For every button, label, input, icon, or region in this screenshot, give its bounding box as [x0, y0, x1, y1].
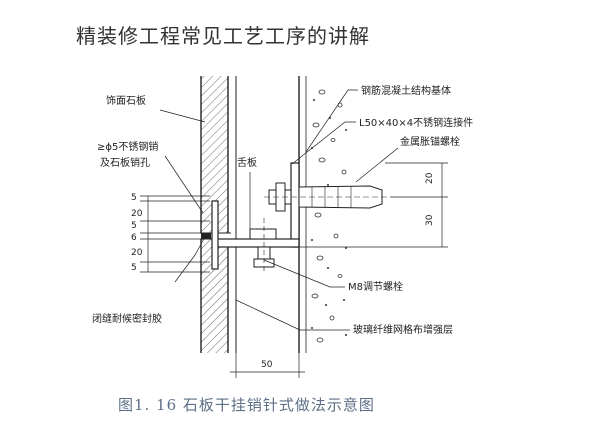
- label-concrete: 钢筋混凝土结构基体: [361, 84, 451, 97]
- label-m8-bolt: M8调节螺栓: [348, 280, 403, 293]
- dim-left-5-top: 5: [131, 193, 137, 203]
- dim-left-5-mid: 5: [131, 221, 137, 231]
- leader-lines: [159, 89, 399, 331]
- left-dimension-chain: [140, 195, 210, 273]
- dim-left-6: 6: [131, 233, 137, 243]
- label-stone-face: 饰面石板: [106, 94, 146, 107]
- dim-left-20-bottom: 20: [131, 248, 143, 258]
- label-pin-line2: 及石板销孔: [100, 156, 150, 169]
- expansion-anchor-bolt: [264, 182, 390, 212]
- label-tongue: 舌板: [237, 156, 257, 169]
- dim-right-30: 30: [425, 214, 435, 226]
- dim-left-20-top: 20: [131, 209, 143, 219]
- concrete-wall: [298, 76, 347, 353]
- m8-adjusting-bolt: [249, 218, 277, 272]
- label-angle: L50×40×4不锈钢连接件: [359, 116, 473, 129]
- label-pin-line1: ≥ϕ5不锈钢销: [97, 140, 158, 153]
- dim-right-20: 20: [425, 172, 435, 184]
- sealant-bead: [201, 233, 211, 239]
- figure-caption: 图1. 16 石板干挂销针式做法示意图: [118, 396, 375, 414]
- right-dimension-chain: [300, 162, 448, 248]
- dim-bottom-50: 50: [261, 360, 273, 370]
- page-title: 精装修工程常见工艺工序的讲解: [76, 24, 370, 48]
- label-sealant: 闭缝耐候密封胶: [92, 312, 162, 325]
- stainless-pin: [211, 200, 219, 270]
- label-anchor: 金属胀锚螺栓: [400, 135, 460, 148]
- dim-left-5-bottom: 5: [131, 263, 137, 273]
- bottom-dimension: [230, 353, 305, 378]
- label-mesh: 玻璃纤维网格布增强层: [353, 323, 453, 336]
